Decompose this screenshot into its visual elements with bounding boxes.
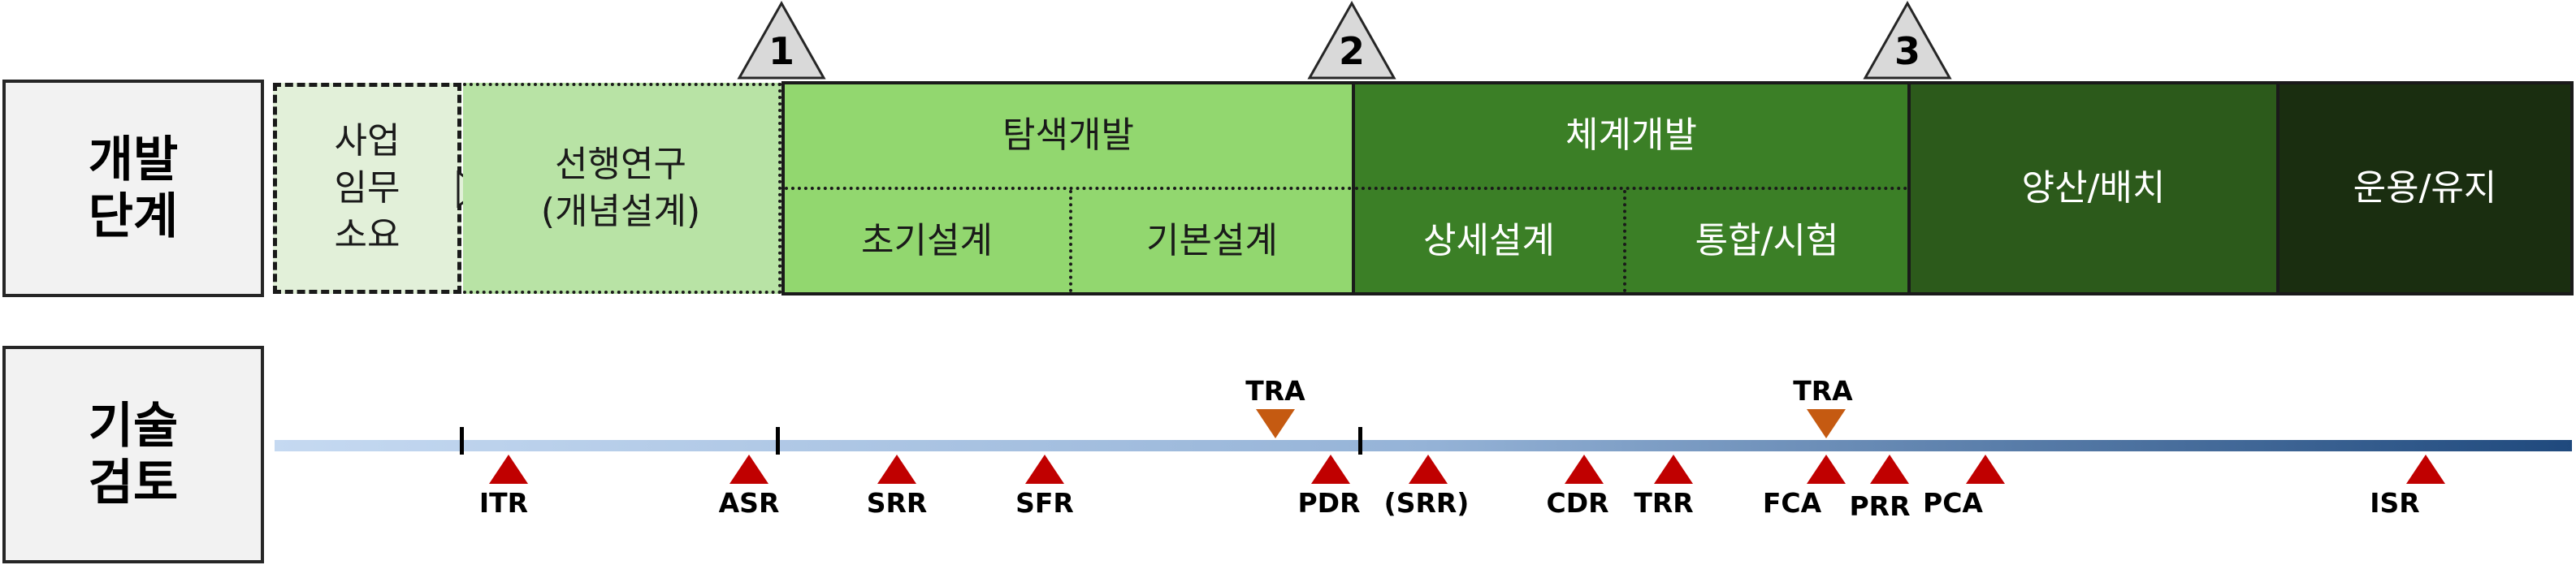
tra-label: TRA — [1793, 375, 1853, 407]
phase-detailed-design-label: 상세설계 — [1423, 220, 1555, 261]
review-marker-icon — [1311, 455, 1350, 484]
review-marker-icon — [1025, 455, 1064, 484]
phase-pre-requirement: 사업 임무 소요 — [273, 83, 461, 294]
phase-system-dev-label: 체계개발 — [1565, 114, 1697, 156]
phase-production-label: 양산/배치 — [2021, 167, 2166, 209]
review-label: (SRR) — [1383, 487, 1470, 519]
phase-exploratory-header: 탐색개발 — [785, 84, 1352, 190]
review-label: PDR — [1297, 487, 1361, 519]
milestone-2-label: 2 — [1338, 29, 1365, 73]
review-marker-icon — [1870, 455, 1909, 484]
review-marker-icon — [489, 455, 528, 484]
review-marker-icon — [2406, 455, 2445, 484]
review-marker-icon — [1654, 455, 1693, 484]
phase-basic-design: 기본설계 — [1072, 190, 1352, 292]
milestone-3-label: 3 — [1894, 29, 1920, 73]
tra-marker-icon — [1807, 409, 1846, 438]
reviews-row-label-text: 기술 검토 — [88, 398, 179, 511]
review-marker-icon — [1807, 455, 1846, 484]
review-label: ISR — [2370, 487, 2420, 519]
milestone-2-icon — [1307, 0, 1396, 80]
timeline-bar — [275, 440, 2572, 451]
review-marker-icon — [877, 455, 916, 484]
phase-operation: 운용/유지 — [2276, 81, 2574, 295]
review-label: FCA — [1762, 487, 1822, 519]
phase-production: 양산/배치 — [1907, 81, 2279, 295]
milestone-3-icon — [1863, 0, 1952, 80]
phase-integration-test-label: 통합/시험 — [1695, 220, 1839, 261]
review-marker-icon — [1409, 455, 1448, 484]
phase-initial-design-label: 초기설계 — [861, 220, 993, 261]
phase-integration-test: 통합/시험 — [1626, 190, 1907, 292]
review-label: CDR — [1546, 487, 1609, 519]
review-marker-icon — [1565, 455, 1604, 484]
phase-pre-requirement-label: 사업 임무 소요 — [334, 120, 400, 256]
phases-row-label: 개발 단계 — [2, 80, 264, 297]
timeline-tick-2 — [776, 427, 780, 455]
review-label: ASR — [718, 487, 780, 519]
review-label: SRR — [866, 487, 928, 519]
review-label: TRR — [1634, 487, 1694, 519]
phase-exploratory: 탐색개발 초기설계 기본설계 — [781, 81, 1355, 295]
review-timeline — [275, 427, 2572, 455]
phases-row-label-text: 개발 단계 — [88, 132, 179, 245]
phase-system-dev-header: 체계개발 — [1355, 84, 1907, 190]
review-label: PRR — [1849, 490, 1911, 522]
phase-operation-label: 운용/유지 — [2353, 167, 2497, 209]
phase-initial-design: 초기설계 — [785, 190, 1072, 292]
tra-marker-icon — [1256, 409, 1295, 438]
milestone-1-label: 1 — [768, 29, 794, 73]
review-marker-icon — [730, 455, 768, 484]
review-label: ITR — [478, 487, 529, 519]
review-label: PCA — [1923, 487, 1983, 519]
phase-prior-research-label: 선행연구 (개념설계) — [540, 144, 701, 232]
phase-basic-design-label: 기본설계 — [1146, 220, 1278, 261]
timeline-tick-1 — [460, 427, 464, 455]
review-marker-icon — [1966, 455, 2005, 484]
phase-system-dev: 체계개발 상세설계 통합/시험 — [1352, 81, 1911, 295]
timeline-tick-3 — [1358, 427, 1362, 455]
review-label: SFR — [1015, 487, 1074, 519]
milestone-1-icon — [737, 0, 826, 80]
phase-detailed-design: 상세설계 — [1355, 190, 1626, 292]
phase-prior-research: 선행연구 (개념설계) — [463, 83, 781, 294]
reviews-row-label: 기술 검토 — [2, 346, 264, 563]
tra-label: TRA — [1245, 375, 1305, 407]
phase-exploratory-label: 탐색개발 — [1002, 114, 1134, 156]
